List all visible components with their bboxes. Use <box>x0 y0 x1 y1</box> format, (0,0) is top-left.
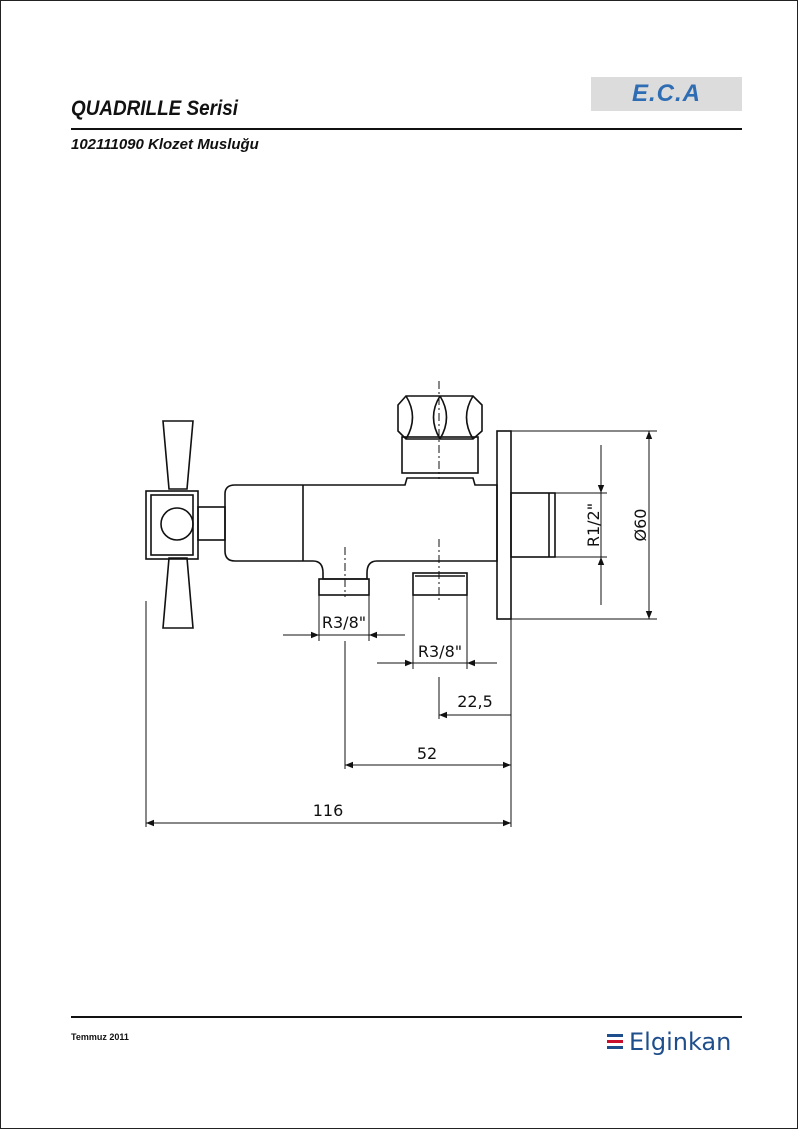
elginkan-logo: Elginkan <box>605 1026 745 1058</box>
issue-date: Temmuz 2011 <box>71 1032 129 1042</box>
handle-hub-inner <box>150 494 194 556</box>
footer-rule <box>71 1016 742 1018</box>
label-flange-diameter: Ø60 <box>631 509 650 542</box>
handle-hub-circle <box>160 507 194 541</box>
bonnet-nut <box>397 395 483 440</box>
label-outlet-offset: 22,5 <box>457 692 493 711</box>
eca-logo: E.C.A <box>591 77 742 111</box>
dimension-lines <box>146 431 653 827</box>
label-outlet-spacing: 52 <box>417 744 437 763</box>
series-title: QUADRILLE Serisi <box>71 97 238 120</box>
handle-hub <box>145 490 199 560</box>
product-title: 102111090 Klozet Musluğu <box>71 136 259 153</box>
dimension-labels: R3/8" R3/8" 22,5 52 116 R1/2" Ø60 <box>313 503 650 820</box>
label-inlet-thread: R1/2" <box>584 503 603 547</box>
right-outlet <box>412 572 468 596</box>
wall-flange <box>496 430 512 620</box>
bonnet-facets <box>405 395 474 440</box>
inlet-connector <box>510 492 556 558</box>
label-right-thread: R3/8" <box>418 642 462 661</box>
handle-stem <box>197 506 226 541</box>
valve-body <box>224 477 498 580</box>
faucet-outline <box>145 395 556 629</box>
eca-logo-text: E.C.A <box>631 80 701 107</box>
elginkan-logo-text: Elginkan <box>629 1028 732 1056</box>
header-rule <box>71 128 742 130</box>
handle-lower-arm <box>162 557 194 629</box>
elginkan-mark-icon <box>607 1034 623 1049</box>
handle-upper-arm <box>162 420 194 490</box>
left-outlet <box>318 578 370 596</box>
label-overall-length: 116 <box>313 801 344 820</box>
label-left-thread: R3/8" <box>322 613 366 632</box>
extension-lines <box>145 430 657 827</box>
center-lines <box>344 381 440 601</box>
bonnet-neck <box>401 436 479 474</box>
